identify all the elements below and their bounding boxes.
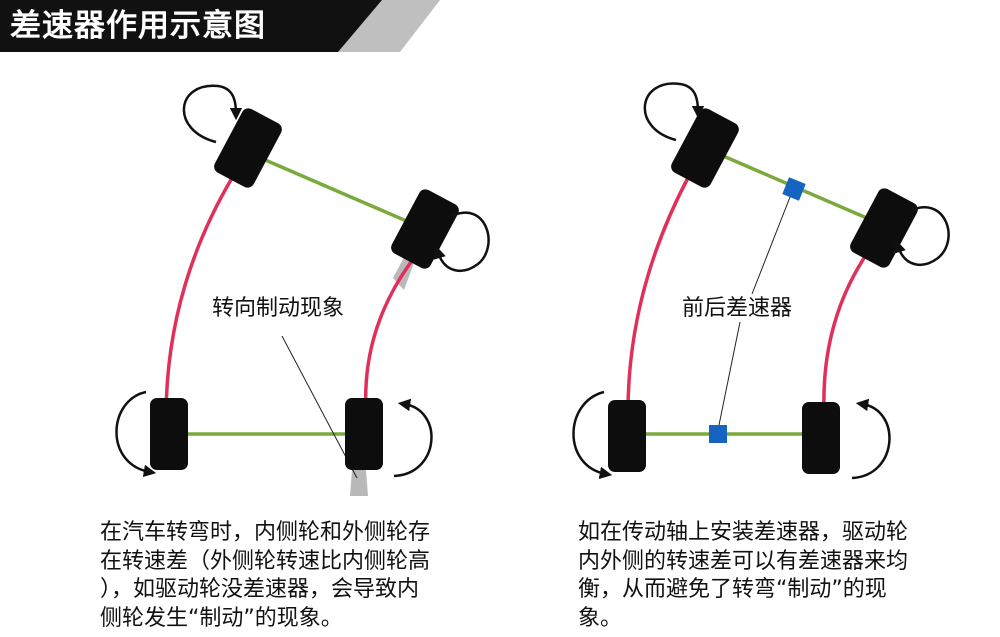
label-leader-line-front — [751, 191, 793, 295]
wheel-front-left — [671, 108, 739, 188]
track-left-outer — [164, 177, 234, 419]
caption-right: 如在传动轴上安装差速器，驱动轮 内外侧的转速差可以有差速器来均 衡，从而避免了转… — [578, 520, 909, 631]
rotation-arrow-icon — [643, 82, 705, 142]
front-differential — [782, 177, 806, 201]
caption-left: 在汽车转弯时，内侧轮和外侧轮存 在转速差（外侧轮转速比内侧轮高 ），如驱动轮没差… — [100, 520, 431, 631]
header-banner — [0, 0, 440, 52]
rotation-arrow-icon — [393, 398, 433, 478]
rear-differential — [709, 425, 727, 443]
page-title: 差速器作用示意图 — [10, 8, 266, 44]
wheel-front-right — [391, 189, 459, 269]
rotation-arrow-icon — [851, 398, 891, 480]
right-panel — [572, 82, 950, 480]
rotation-arrow-icon — [893, 206, 950, 266]
wheel-rear-right — [345, 398, 383, 470]
rotation-arrow-icon — [182, 84, 243, 144]
label-leader-line-left — [281, 335, 358, 479]
label-turning-brake: 转向制动现象 — [212, 296, 345, 321]
wheel-rear-right — [802, 402, 840, 474]
skid-mark-rear — [350, 470, 368, 496]
label-leader-line-rear — [717, 321, 741, 431]
rotation-arrow-icon — [572, 390, 613, 480]
wheel-front-left — [214, 108, 282, 188]
left-panel — [115, 84, 490, 496]
rotation-arrow-icon — [433, 211, 490, 272]
wheel-rear-left — [150, 398, 188, 470]
track-left-inner — [363, 260, 413, 411]
wheel-rear-left — [608, 400, 646, 472]
track-right-inner — [822, 251, 870, 409]
rotation-arrow-icon — [115, 390, 157, 478]
front-axle-left — [255, 154, 419, 228]
wheel-front-right — [850, 188, 918, 268]
header-bar — [0, 0, 382, 52]
label-differentials: 前后差速器 — [682, 296, 793, 321]
track-right-outer — [626, 173, 692, 413]
